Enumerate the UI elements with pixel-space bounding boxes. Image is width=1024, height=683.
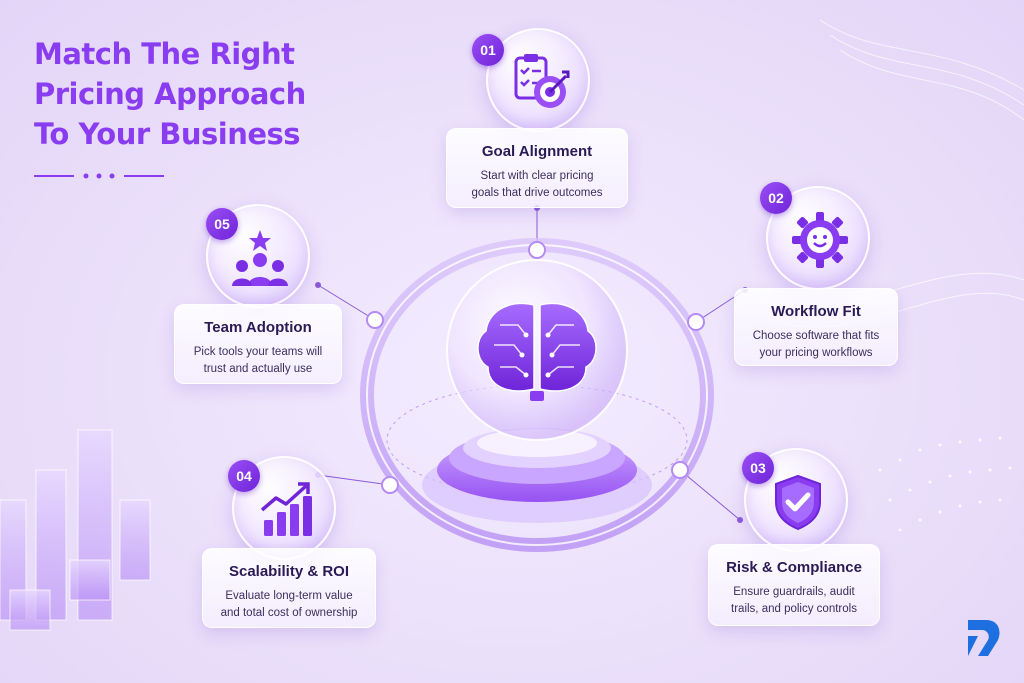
goal-alignment-card: Goal Alignment Start with clear pricing … bbox=[446, 128, 628, 208]
risk-compliance-card: Risk & Compliance Ensure guardrails, aud… bbox=[708, 544, 880, 626]
workflow-fit-badge bbox=[766, 186, 870, 290]
page-title: Match The Right Pricing Approach To Your… bbox=[34, 34, 354, 154]
title-line-2: Pricing Approach bbox=[34, 77, 306, 111]
step-number-03: 03 bbox=[742, 452, 774, 484]
brain-circuit-icon bbox=[477, 302, 597, 401]
card-desc-line: Start with clear pricing bbox=[480, 170, 594, 182]
card-desc-line: Evaluate long-term value bbox=[225, 590, 353, 602]
card-desc-line: trails, and policy controls bbox=[731, 603, 857, 615]
title-line-1: Match The Right bbox=[34, 37, 295, 71]
workflow-fit-card: Workflow Fit Choose software that fits y… bbox=[734, 288, 898, 366]
card-desc-line: Ensure guardrails, audit bbox=[733, 586, 855, 598]
card-desc-line: trust and actually use bbox=[203, 363, 313, 375]
card-desc-line: and total cost of ownership bbox=[220, 607, 358, 619]
card-desc-line: goals that drive outcomes bbox=[471, 187, 603, 199]
growth-chart-icon bbox=[260, 482, 312, 536]
title-line-3: To Your Business bbox=[34, 117, 301, 151]
card-title: Risk & Compliance bbox=[726, 559, 862, 576]
card-title: Scalability & ROI bbox=[228, 563, 350, 580]
card-description: Start with clear pricing goals that driv… bbox=[447, 168, 627, 202]
card-title: Goal Alignment bbox=[481, 143, 593, 160]
step-number-01: 01 bbox=[472, 34, 504, 66]
card-description: Pick tools your teams will trust and act… bbox=[175, 344, 341, 378]
team-star-icon bbox=[232, 230, 288, 286]
target-checklist-icon bbox=[514, 54, 570, 108]
card-desc-line: Pick tools your teams will bbox=[193, 346, 323, 358]
card-description: Choose software that fits your pricing w… bbox=[735, 328, 897, 362]
card-desc-line: your pricing workflows bbox=[759, 347, 873, 359]
card-description: Ensure guardrails, audit trails, and pol… bbox=[709, 584, 879, 618]
gear-smile-icon bbox=[792, 212, 848, 268]
step-number-04: 04 bbox=[228, 460, 260, 492]
card-title: Workflow Fit bbox=[771, 303, 861, 320]
card-desc-line: Choose software that fits bbox=[752, 330, 880, 342]
card-description: Evaluate long-term value and total cost … bbox=[203, 588, 375, 622]
card-title: Team Adoption bbox=[204, 319, 312, 336]
step-number-02: 02 bbox=[760, 182, 792, 214]
scalability-roi-card: Scalability & ROI Evaluate long-term val… bbox=[202, 548, 376, 628]
team-adoption-card: Team Adoption Pick tools your teams will… bbox=[174, 304, 342, 384]
title-divider bbox=[34, 173, 164, 179]
step-number-05: 05 bbox=[206, 208, 238, 240]
shield-check-icon bbox=[775, 474, 821, 531]
brand-logo-icon bbox=[968, 620, 1000, 656]
